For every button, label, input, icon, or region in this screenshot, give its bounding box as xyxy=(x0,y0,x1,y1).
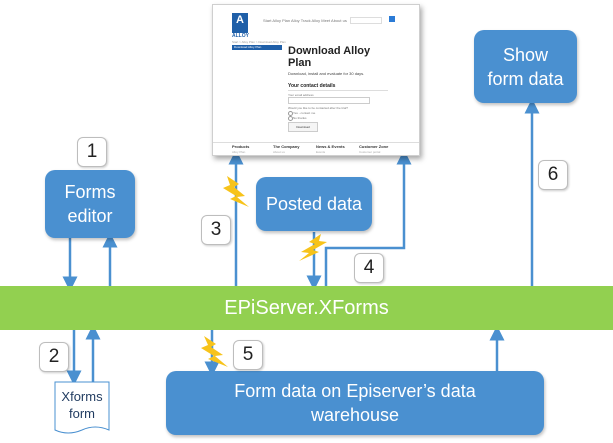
footer-col-customer: Customer Zone xyxy=(359,144,389,149)
document-icon xyxy=(54,381,110,434)
data-warehouse-box: Form data on Episerver’s data warehouse xyxy=(166,371,544,435)
episerver-xforms-band: EPiServer.XForms xyxy=(0,286,613,330)
step-number-1: 1 xyxy=(77,137,107,167)
step-number-5: 5 xyxy=(233,340,263,370)
step-number-3: 3 xyxy=(201,215,231,245)
breadcrumb: Start > Alloy Plan > Download Alloy Plan xyxy=(232,40,286,44)
lightning-icon xyxy=(299,234,327,261)
radio-no xyxy=(288,116,293,121)
page-subtitle: Download, install and evaluate for 30 da… xyxy=(288,71,365,76)
footer-col-company: The Company xyxy=(273,144,300,149)
radio-no-label: No thanks xyxy=(293,116,307,120)
website-screenshot: A ALLOY Start Alloy Plan Alloy Track All… xyxy=(212,4,420,156)
page-title: Download Alloy Plan xyxy=(288,45,371,69)
footer-col-news: News & Events xyxy=(316,144,345,149)
email-field xyxy=(288,97,370,104)
footer-col-customer-sub: Customer portal xyxy=(359,150,381,154)
forms-editor-box: Forms editor xyxy=(45,170,135,238)
lightning-icon xyxy=(201,336,228,367)
website-search-input xyxy=(350,17,382,24)
footer-col-news-sub: Events xyxy=(316,150,326,154)
footer-col-products: Products xyxy=(232,144,250,149)
footer-col-company-sub: About us xyxy=(273,150,285,154)
show-form-data-box: Show form data xyxy=(474,30,577,103)
radio-yes-label: Yes - contact me xyxy=(293,111,316,115)
divider xyxy=(288,90,388,91)
step-number-4: 4 xyxy=(354,253,384,283)
posted-data-box: Posted data xyxy=(256,177,372,231)
arrow-xforms-to-website-right xyxy=(324,149,412,286)
section-title: Your contact details xyxy=(288,83,336,89)
step-number-6: 6 xyxy=(538,160,568,190)
alloy-logo: A xyxy=(232,13,248,33)
alloy-logo-word: ALLOY xyxy=(232,33,249,39)
footer-col-products-sub: Alloy Plan xyxy=(232,150,246,154)
xforms-form-label: Xforms form xyxy=(61,389,103,421)
question-label: Would you like to be contacted after the… xyxy=(288,106,348,110)
sidebar-item: Download Alloy Plan xyxy=(232,45,282,50)
footer-divider xyxy=(213,142,419,143)
search-icon xyxy=(389,16,395,22)
radio-yes xyxy=(288,111,293,116)
download-button: Download xyxy=(288,122,318,132)
field-label: Your email address xyxy=(288,93,314,97)
step-number-2: 2 xyxy=(39,342,69,372)
website-nav: Start Alloy Plan Alloy Track Alloy Meet … xyxy=(263,18,347,23)
lightning-icon xyxy=(223,176,249,207)
